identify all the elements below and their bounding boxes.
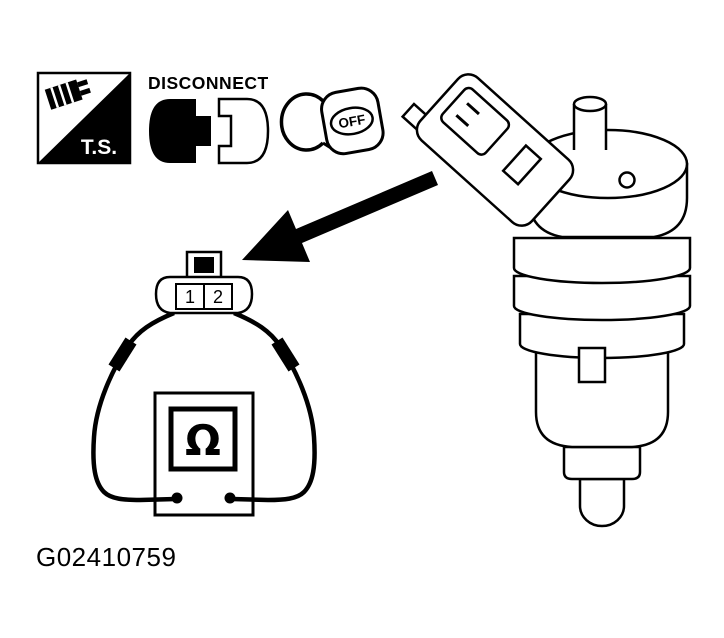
injector-rib-1 <box>512 236 692 285</box>
probe-terminal-left <box>171 492 183 504</box>
injector-tip <box>578 477 626 528</box>
ohmmeter-display <box>168 406 238 472</box>
plug-terminal-marks <box>455 102 480 128</box>
fuel-injector-drawing <box>400 73 692 528</box>
key-ring <box>279 92 325 152</box>
test-leads <box>91 310 317 504</box>
pin-1-label: 1 <box>185 287 195 307</box>
ohmmeter: Ω <box>153 391 255 517</box>
test-connector: 1 2 <box>154 250 254 315</box>
disconnect-label: DISCONNECT <box>148 73 269 93</box>
plug-terminal-face <box>440 86 511 156</box>
disconnect-icon: DISCONNECT <box>148 73 270 165</box>
disconnect-plug-right <box>217 97 270 165</box>
lead-left <box>91 310 177 503</box>
injector-lower-body <box>534 350 670 449</box>
ts-symbol-icon: T.S. <box>36 71 132 165</box>
injector-top-stub <box>572 95 608 150</box>
probe-terminal-right <box>224 492 236 504</box>
lead-right <box>231 310 317 503</box>
probe-boot-right <box>271 337 300 372</box>
injector-mid-detail <box>577 346 607 384</box>
ts-symbol-label: T.S. <box>81 136 117 159</box>
injector-connector-plug <box>400 73 575 227</box>
plug-slot <box>501 143 543 186</box>
pointer-arrow <box>242 171 438 262</box>
injector-nozzle <box>562 445 642 481</box>
ts-mini-connector-icon <box>44 79 91 110</box>
connector-tab-inner <box>194 257 214 273</box>
key-head: OFF <box>320 86 385 156</box>
injector-rib-2 <box>512 274 692 322</box>
figure-caption: G02410759 <box>36 542 176 572</box>
disconnect-plug-left <box>149 99 211 163</box>
key-off-oval <box>329 106 374 136</box>
probe-boot-left <box>108 337 137 372</box>
key-off-label: OFF <box>337 112 366 131</box>
ohm-symbol: Ω <box>185 416 221 465</box>
ts-symbol-black-triangle <box>38 73 130 163</box>
ignition-off-icon: OFF <box>279 86 385 156</box>
pin-2-label: 2 <box>213 287 223 307</box>
injector-cap-circle-detail <box>618 171 636 189</box>
pin-cell-1 <box>175 283 205 310</box>
pin-cell-2 <box>203 283 233 310</box>
